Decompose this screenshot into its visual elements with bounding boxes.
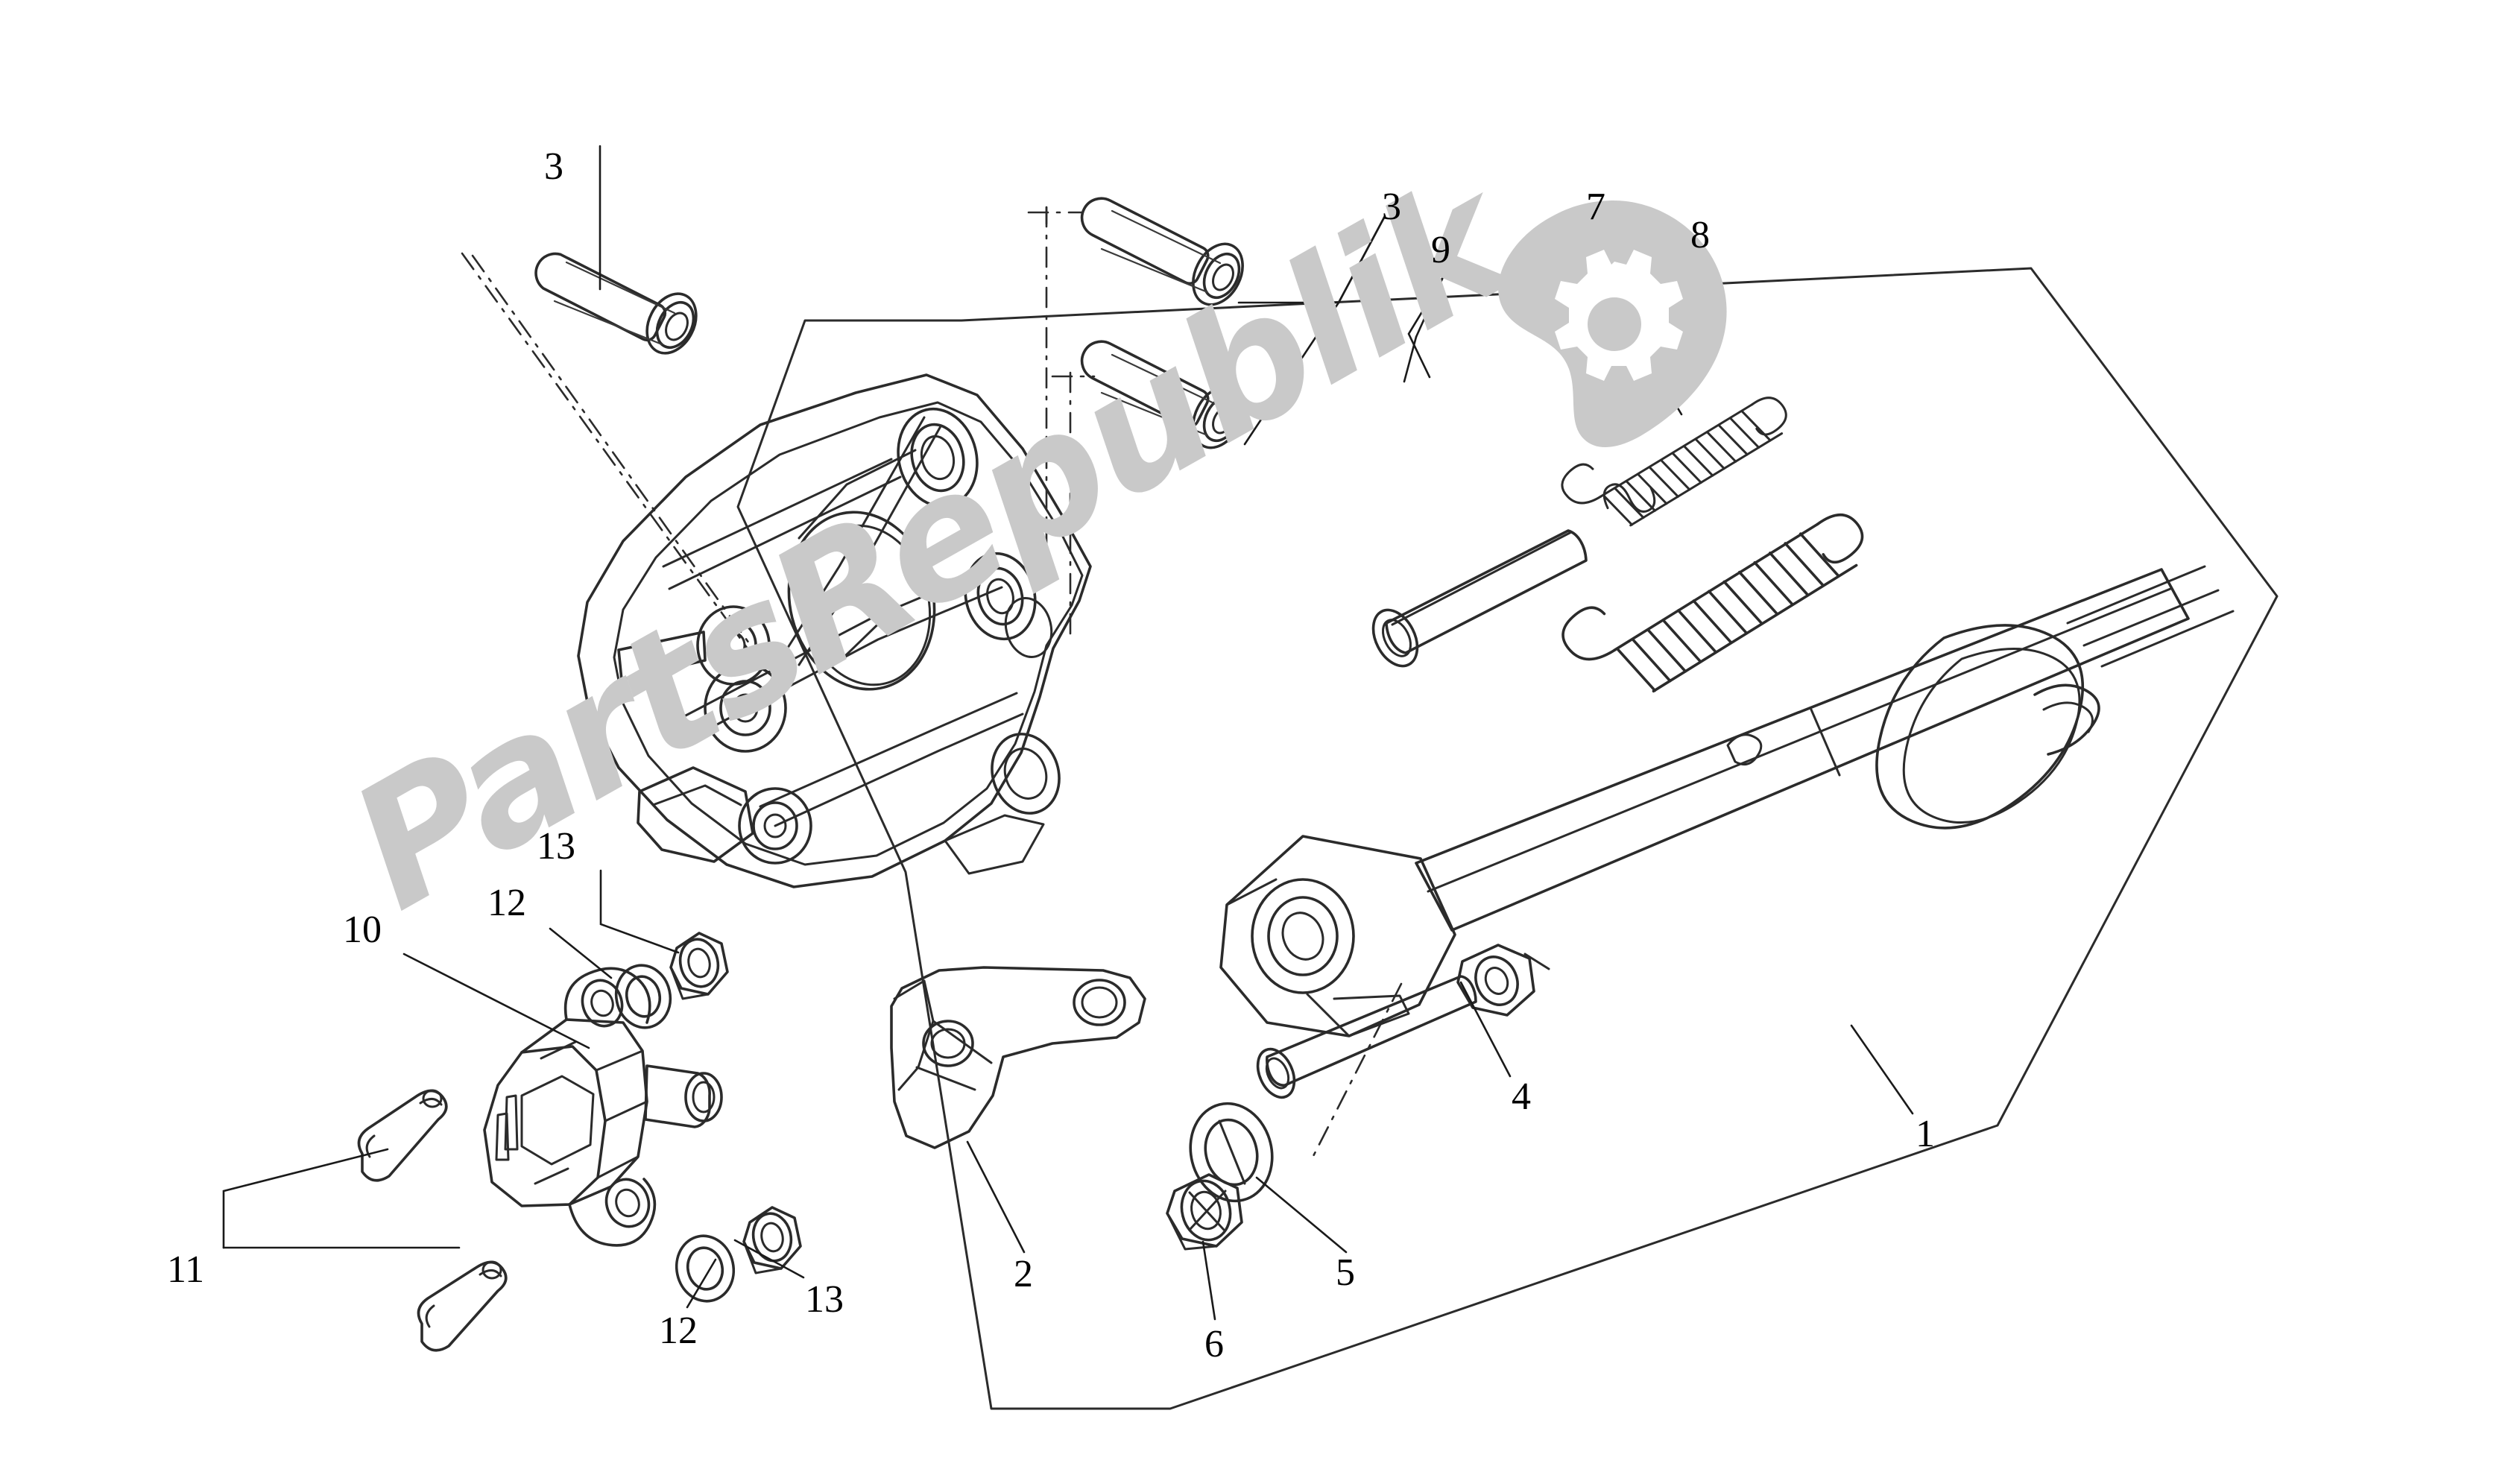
callout-9-bushing: 9: [1431, 229, 1450, 271]
part-bolt-3-upper-left: [534, 252, 698, 355]
part-washer-12-a: [614, 964, 672, 1029]
cast-bracket-body: [577, 373, 1092, 888]
part-switch-10: [483, 967, 723, 1247]
callout-1-stand: 1: [1916, 1113, 1935, 1155]
leader-lines: [222, 145, 1914, 1321]
callout-12-lower: 12: [659, 1310, 698, 1352]
callout-6-nut: 6: [1204, 1323, 1224, 1365]
part-screw-11-a: [357, 1089, 448, 1182]
part-central-stand-1: [1219, 565, 2235, 1037]
callout-13-lower: 13: [805, 1278, 844, 1321]
part-washer-5: [1189, 1102, 1274, 1203]
part-nut-6: [1166, 1173, 1243, 1251]
part-spring-8: [1561, 513, 1864, 693]
callout-8-spring: 8: [1690, 214, 1710, 256]
assembly-boundary-polygon: [736, 267, 2279, 1410]
callout-7-spring: 7: [1586, 186, 1605, 228]
part-bushing-9: [1371, 529, 1588, 668]
callout-3-upper-left: 3: [544, 145, 563, 188]
part-nut-13-b: [742, 1206, 802, 1274]
part-screw-11-b: [417, 1260, 508, 1352]
part-pin-4: [1256, 944, 1550, 1099]
part-washer-12-b: [675, 1234, 736, 1303]
callout-3-upper-mid: 3: [1382, 186, 1401, 228]
callout-13-upper: 13: [537, 825, 575, 868]
callout-2-lever: 2: [1014, 1253, 1033, 1295]
callout-11-screws: 11: [167, 1248, 205, 1291]
callout-5-washer: 5: [1336, 1251, 1355, 1294]
part-nut-13-a: [669, 932, 729, 1000]
callout-4-pin: 4: [1512, 1075, 1531, 1118]
part-bolt-3-upper-mid-b: [1080, 340, 1244, 449]
part-lever-2: [890, 966, 1146, 1149]
callout-12-upper: 12: [487, 882, 526, 924]
callout-10-switch: 10: [343, 909, 382, 951]
part-bolt-3-upper-mid-a: [1080, 197, 1244, 306]
alignment-axes: [461, 206, 1403, 1160]
part-spring-7: [1561, 397, 1787, 527]
